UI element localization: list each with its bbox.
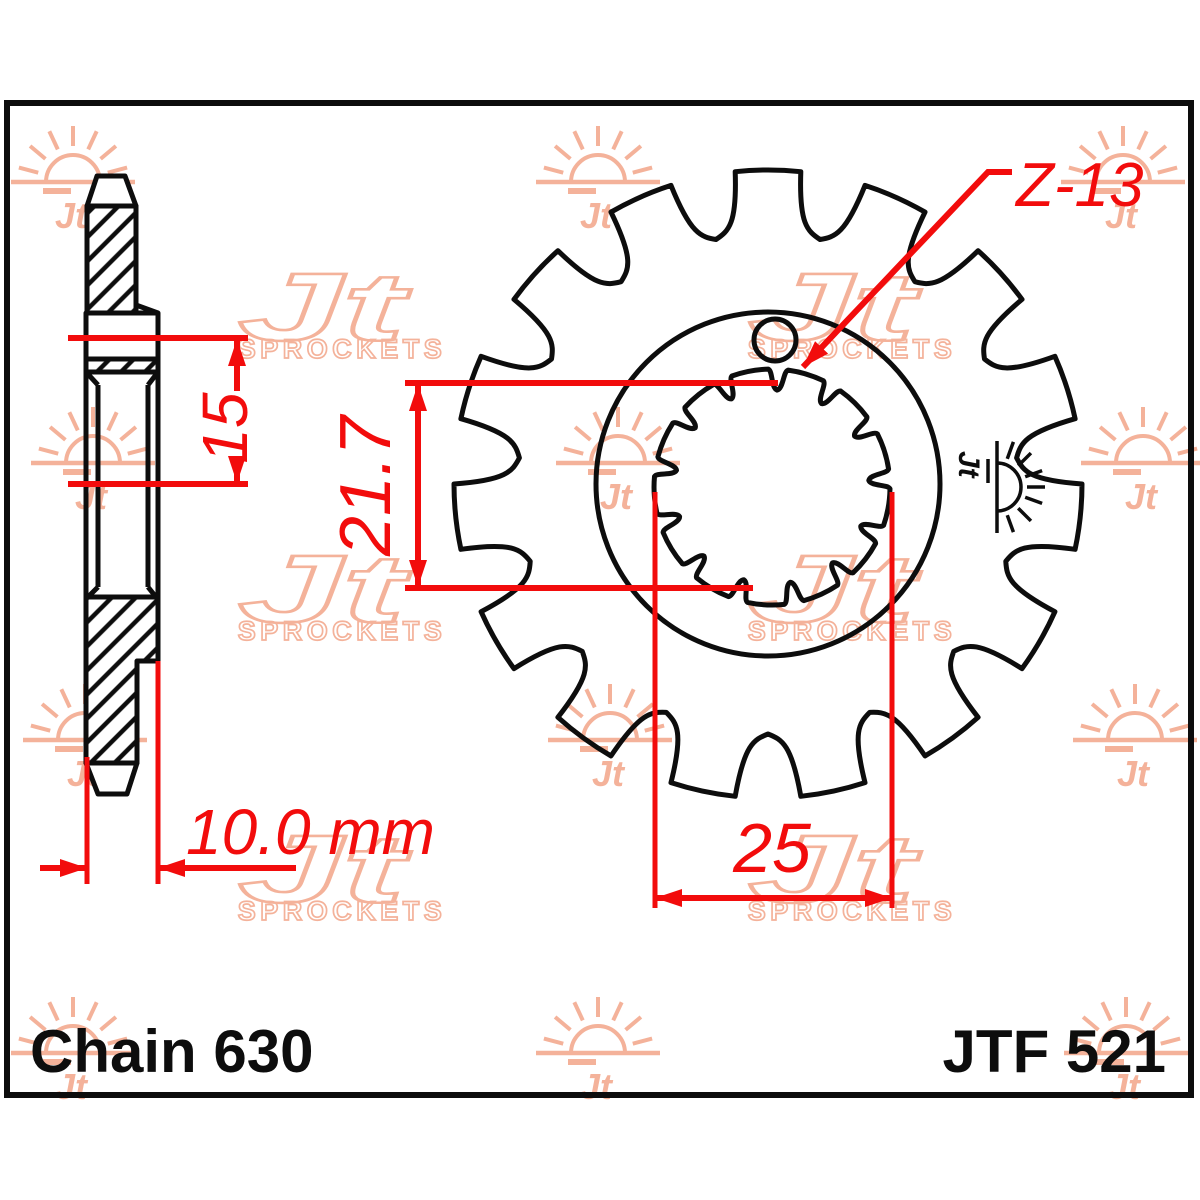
sun-watermark-jt-text: Jt [1125, 476, 1159, 517]
sun-watermark-icon: Jt [1081, 407, 1200, 517]
spline-bore-outline [651, 366, 893, 608]
sun-watermark-jt-text: Jt [1108, 1066, 1142, 1107]
drawing-border [4, 100, 1194, 1098]
sun-watermark-icon: Jt [31, 407, 155, 517]
sun-watermark-jt-text: Jt [55, 1066, 89, 1107]
dimension-arrowhead [228, 456, 246, 483]
dimension-layer [40, 169, 1012, 908]
dimension-arrowhead [865, 889, 892, 907]
jt-maker-mark-icon: Jt [952, 441, 1045, 533]
teeth-count-label: Z-13 [1014, 151, 1143, 220]
sun-watermark-icon: Jt [556, 407, 680, 517]
hub-circle [593, 309, 943, 659]
sun-watermark-icon: Jt [1073, 684, 1197, 794]
top-tooth-tip [84, 173, 139, 209]
sprocket-front-view: Jt [451, 167, 1085, 799]
sun-watermark-jt-text: Jt [1117, 753, 1151, 794]
sun-watermark-jt-text: Jt [600, 476, 634, 517]
maker-mark-jt-text: Jt [952, 451, 985, 480]
sun-watermark-jt-text: Jt [592, 753, 626, 794]
gear-teeth-outline [451, 167, 1085, 799]
bottom-tooth-section-hatch [83, 594, 161, 766]
dimension-arrowhead [803, 341, 829, 367]
logo-jt-glyph: Jt [238, 535, 411, 643]
sun-watermark-jt-text: Jt [580, 1066, 614, 1107]
dim-21-7-label: 21.7 [326, 413, 406, 557]
logo-sprockets-text: SPROCKETS [748, 616, 957, 646]
sun-watermark-jt-text: Jt [55, 195, 89, 236]
sun-watermark-jt-text: Jt [1105, 195, 1139, 236]
sun-watermark-jt-text: Jt [580, 195, 614, 236]
chain-size-label: Chain 630 [30, 1018, 313, 1085]
logo-sprockets-text: SPROCKETS [238, 334, 447, 364]
dimension-arrowhead [228, 339, 246, 366]
dimension-arrowhead [60, 859, 87, 877]
dimension-arrowhead [409, 384, 427, 411]
dimension-arrowhead [158, 859, 185, 877]
sun-watermark-icon: Jt [1061, 126, 1185, 236]
sun-watermark-icon: Jt [536, 126, 660, 236]
top-tooth-section-hatch [84, 203, 139, 316]
dim-15-label: 15 [189, 392, 261, 464]
sun-watermark-icon: Jt [536, 997, 660, 1107]
logo-jt-glyph: Jt [238, 253, 411, 361]
dim-10mm-label: 10.0 mm [186, 796, 435, 868]
sun-watermark-icon: Jt [11, 997, 135, 1107]
part-number-label: JTF 521 [943, 1018, 1166, 1085]
logo-sprockets-text: SPROCKETS [238, 616, 447, 646]
bottom-tooth-tip [83, 760, 140, 797]
dim-25-label: 25 [732, 809, 812, 887]
sun-watermark-icon: Jt [1064, 997, 1188, 1107]
logo-sprockets-text: SPROCKETS [238, 896, 447, 926]
hub-band-hatch-strip [83, 356, 161, 375]
dimension-arrowhead [409, 560, 427, 587]
teeth-count-leader-line [800, 169, 1012, 370]
pin-hole [751, 316, 799, 364]
dimension-arrowhead [655, 889, 682, 907]
